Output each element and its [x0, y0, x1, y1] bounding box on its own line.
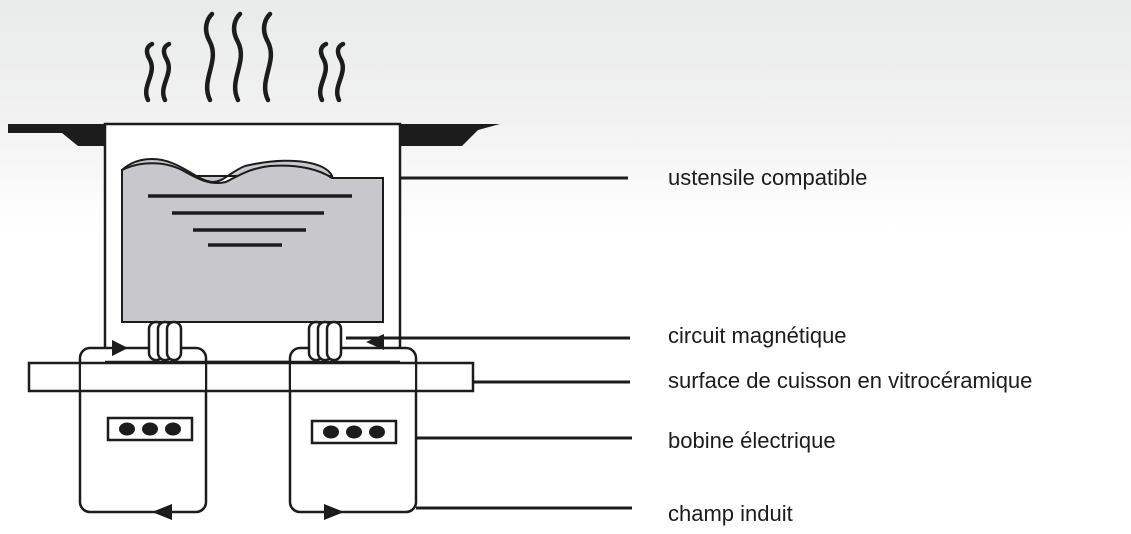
field-arrow-left-bottom [152, 504, 172, 520]
coil-dot [165, 422, 181, 436]
label-ustensile-compatible: ustensile compatible [668, 165, 868, 190]
label-surface-de-cuisson: surface de cuisson en vitrocéramique [668, 368, 1033, 393]
pan-handles [8, 124, 500, 146]
field-arrow-left-top [112, 340, 128, 356]
label-bobine-electrique: bobine électrique [668, 428, 836, 453]
coil-dot [323, 425, 339, 439]
pot-liquid [121, 162, 384, 323]
glass-band-left [81, 363, 205, 391]
coil-dot [346, 425, 362, 439]
magnetic-circuit-right [307, 320, 343, 362]
coil-dot [119, 422, 135, 436]
loop [165, 320, 183, 362]
magnetic-circuit-left [147, 320, 183, 362]
steam-line [144, 41, 155, 103]
coil-dot [369, 425, 385, 439]
glass-band-right [291, 363, 415, 391]
steam-lines [144, 11, 346, 103]
coil-right [288, 334, 418, 520]
steam-line [261, 11, 274, 103]
steam-line [203, 11, 216, 103]
steam-line [318, 41, 329, 103]
steam-line [335, 41, 346, 103]
coil-left [78, 340, 208, 520]
steam-line [231, 11, 244, 103]
label-champ-induit: champ induit [668, 501, 793, 526]
pan-handle-right [400, 124, 500, 146]
pan-handle-left [8, 124, 105, 146]
field-arrow-right-bottom [324, 504, 344, 520]
coil-dot [142, 422, 158, 436]
loop [325, 320, 343, 362]
label-circuit-magnetique: circuit magnétique [668, 323, 847, 348]
steam-line [161, 41, 172, 103]
leader-lines [346, 176, 632, 510]
liquid-lines [148, 194, 352, 247]
